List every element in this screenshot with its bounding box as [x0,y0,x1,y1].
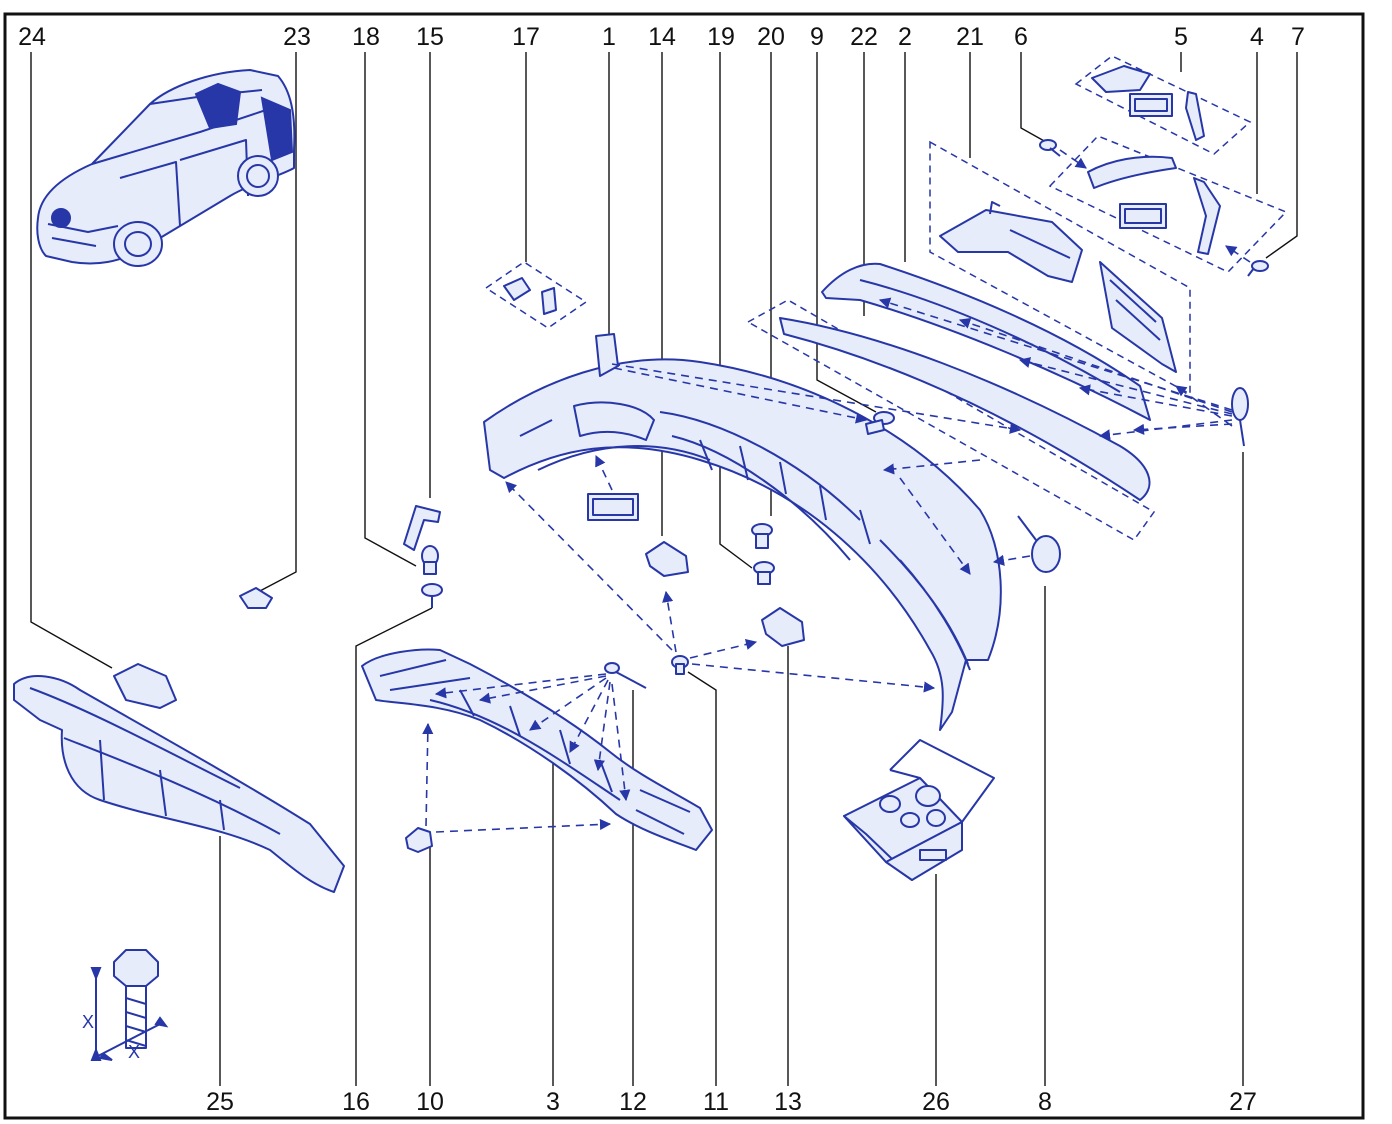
part-4-trim-strip-set [1087,155,1221,255]
callout-8: 8 [1038,1088,1052,1116]
reflector-8 [1017,515,1061,573]
leader-19 [719,52,753,569]
part-group-21-outline [929,140,1191,396]
callout-16: 16 [342,1088,370,1116]
label-plate-1-inner [592,498,634,516]
pin-12 [604,662,647,689]
part-17-bracket-pair [503,277,557,315]
callout-23: 23 [283,23,311,51]
callout-6: 6 [1014,23,1028,51]
part-1-rear-bumper-shell [483,333,1002,731]
callout-12: 12 [619,1088,647,1116]
vehicle-locator-illustration [36,69,296,267]
dimension-label-x-diagonal: X [128,1042,140,1062]
callout-27: 27 [1229,1088,1257,1116]
part-2-upper-bumper-cover [821,262,1151,421]
leader-6 [1020,52,1047,143]
screw-16 [421,583,443,608]
clip-11 [671,655,689,675]
callout-24: 24 [18,23,46,51]
assembly-arrow-7 [1225,245,1251,263]
clip-18 [421,545,439,575]
callout-1: 1 [602,23,616,51]
bracket-13 [761,607,805,647]
part-group-5-outline [1074,55,1252,155]
callout-4: 4 [1250,23,1264,51]
leader-7 [1265,52,1298,259]
bracket-15 [403,505,441,551]
callout-14: 14 [648,23,676,51]
assembly-arrows [422,297,1233,833]
callout-9: 9 [810,23,824,51]
bracket-14 [645,541,689,577]
fastener-27 [1231,387,1249,447]
part-26-fixing-kit-box [843,739,995,881]
leader-18 [364,52,417,567]
screw-9 [865,411,895,435]
fastener-dimension-detail: X X [82,949,169,1062]
clip-19 [753,561,775,585]
diagram-border [3,12,1365,1120]
callout-3: 3 [546,1088,560,1116]
callout-25: 25 [206,1088,234,1116]
callout-5: 5 [1174,23,1188,51]
callout-7: 7 [1291,23,1305,51]
callout-17: 17 [512,23,540,51]
screw-6 [1039,139,1061,157]
clip-24 [113,663,177,709]
part-group-4-outline [1048,135,1288,273]
leader-9 [816,52,877,413]
leader-23 [257,52,297,593]
callout-19: 19 [707,23,735,51]
leader-11 [687,671,717,1086]
clip-20 [751,523,773,549]
callout-26: 26 [922,1088,950,1116]
screw-7 [1247,260,1269,277]
label-plate-1 [587,493,639,521]
part-group-22-outline [746,299,1156,541]
part-21-bumper-grille [939,201,1177,373]
callout-18: 18 [352,23,380,51]
callout-11: 11 [703,1088,729,1116]
leader-24 [30,52,113,669]
callout-21: 21 [956,23,984,51]
part-5-bracket-set [1091,65,1205,141]
callout-20: 20 [757,23,785,51]
leader-16 [355,607,433,1086]
clip-23 [239,587,273,609]
part-group-17-outline [484,261,588,329]
clip-10 [405,827,433,853]
part-22-trim-strip [779,317,1151,501]
callout-22: 22 [850,23,878,51]
callout-15: 15 [416,23,444,51]
callout-13: 13 [774,1088,802,1116]
dimension-label-x-vertical: X [82,1012,94,1032]
callout-10: 10 [416,1088,444,1116]
part-25-lower-deflector [13,675,345,893]
assembly-arrow-6 [1059,149,1087,169]
part-3-bumper-beam [361,648,713,851]
callout-2: 2 [898,23,912,51]
